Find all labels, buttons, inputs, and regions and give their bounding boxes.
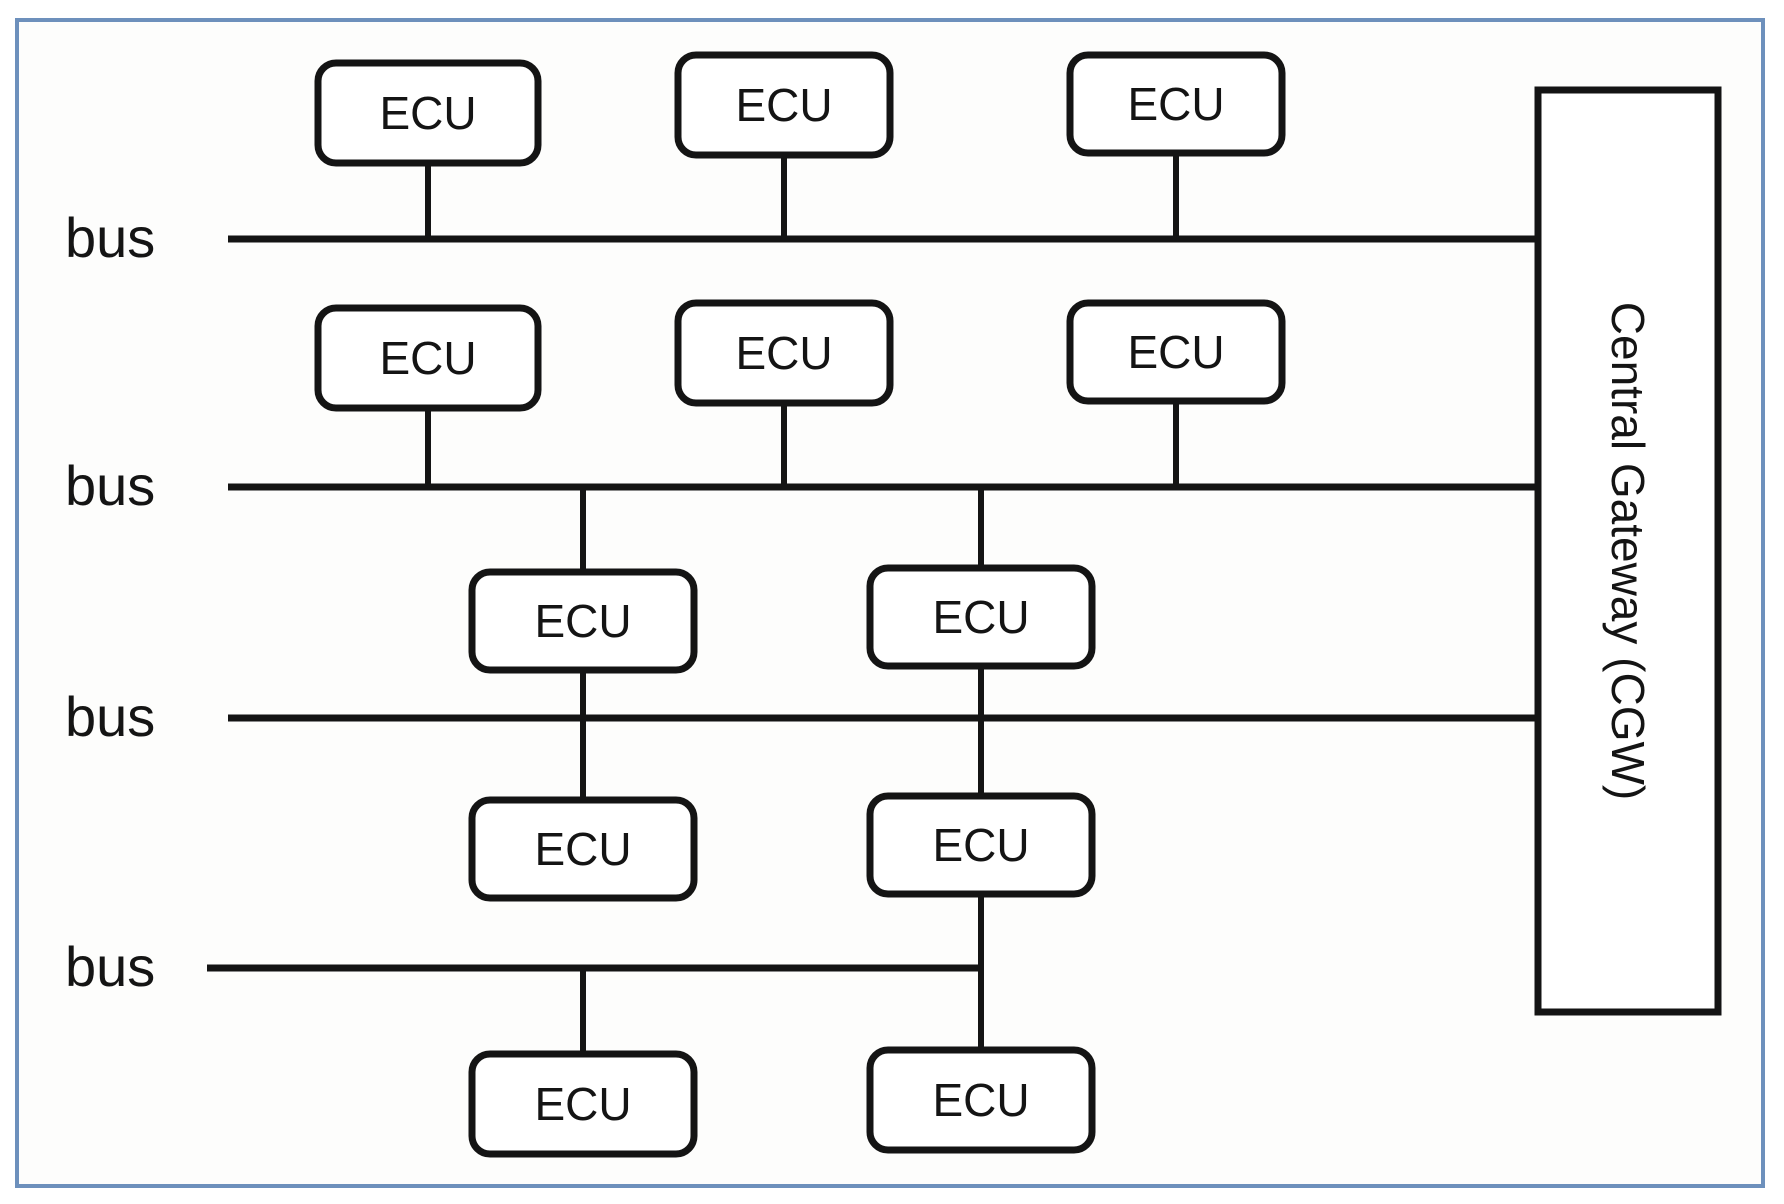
ecu-box [1066,51,1286,157]
ecu-node[interactable]: ECU [1066,299,1286,405]
ecu-label: ECU [534,595,631,647]
ecu-node[interactable]: ECU [674,51,894,159]
ecu-box [866,564,1096,670]
ecu-node[interactable]: ECU [1066,51,1286,157]
ecu-box [1066,299,1286,405]
ecu-box [314,59,542,167]
ecu-label: ECU [735,79,832,131]
ecu-label: ECU [534,1078,631,1130]
bus-lines-group [207,235,1538,972]
ecu-box [468,1050,698,1158]
ecu-node[interactable]: ECU [468,796,698,902]
ecu-node[interactable]: ECU [468,1050,698,1158]
ecu-box [866,1046,1096,1154]
ecu-nodes-group: ECU ECU ECU ECU ECU ECU ECU ECU ECU ECU ECU ECU [314,51,1286,1158]
ecu-label: ECU [1127,326,1224,378]
bus-label-1: bus [65,206,155,269]
ecu-label: ECU [379,87,476,139]
ecu-label: ECU [932,819,1029,871]
ecu-label: ECU [735,327,832,379]
central-gateway-label: Central Gateway (CGW) [1602,302,1654,800]
central-gateway-node[interactable]: Central Gateway (CGW) [1534,86,1722,1016]
bus-label-4: bus [65,935,155,998]
bus-label-2: bus [65,454,155,517]
ecu-connector-lines-group [425,153,1179,1056]
ecu-box [468,796,698,902]
ecu-node[interactable]: ECU [468,568,698,674]
ecu-box [674,299,894,407]
ecu-label: ECU [534,823,631,875]
ecu-node[interactable]: ECU [866,1046,1096,1154]
ecu-label: ECU [1127,78,1224,130]
bus-labels-group: bus bus bus bus [65,206,155,998]
ecu-box [468,568,698,674]
ecu-box [674,51,894,159]
ecu-node[interactable]: ECU [314,304,542,412]
ecu-box [866,792,1096,898]
ecu-label: ECU [379,332,476,384]
ecu-label: ECU [932,591,1029,643]
ecu-node[interactable]: ECU [866,792,1096,898]
central-gateway-box [1534,86,1722,1016]
ecu-label: ECU [932,1074,1029,1126]
ecu-node[interactable]: ECU [866,564,1096,670]
ecu-box [314,304,542,412]
ecu-node[interactable]: ECU [314,59,542,167]
ecu-node[interactable]: ECU [674,299,894,407]
bus-label-3: bus [65,685,155,748]
